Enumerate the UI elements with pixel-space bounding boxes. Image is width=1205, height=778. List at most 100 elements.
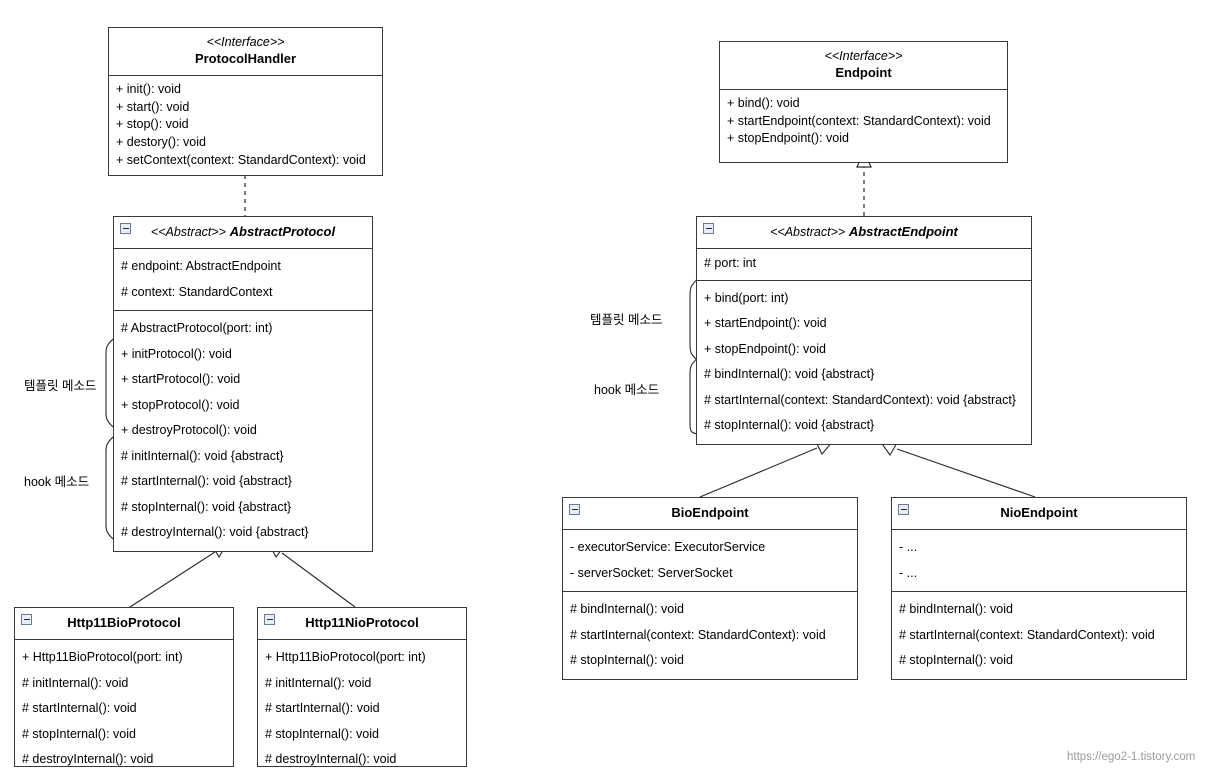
class-box-bioendpoint[interactable]: BioEndpoint - executorService: ExecutorS… <box>562 497 858 680</box>
class-header-bioendpoint: BioEndpoint <box>563 498 857 530</box>
collapse-icon[interactable] <box>264 614 275 625</box>
stereotype-label: <<Abstract>> <box>150 225 226 239</box>
members-section-http11bioprotocol: + Http11BioProtocol(port: int) # initInt… <box>15 640 233 778</box>
class-box-http11nioprotocol[interactable]: Http11NioProtocol + Http11BioProtocol(po… <box>257 607 467 767</box>
class-box-http11bioprotocol[interactable]: Http11BioProtocol + Http11BioProtocol(po… <box>14 607 234 767</box>
class-name-label: Endpoint <box>835 64 892 80</box>
class-header-nioendpoint: NioEndpoint <box>892 498 1186 530</box>
operation-row: + startEndpoint(): void <box>704 316 827 331</box>
generalization-bioendpoint-abstractendpoint <box>699 440 835 498</box>
member-row: + destory(): void <box>116 135 206 150</box>
watermark-url: https://ego2-1.tistory.com <box>1067 751 1196 763</box>
class-title-inline: <<Abstract>> AbstractEndpoint <box>770 224 958 239</box>
members-section-http11nioprotocol: + Http11BioProtocol(port: int) # initInt… <box>258 640 466 778</box>
class-name-label: BioEndpoint <box>671 505 749 520</box>
class-name-label: NioEndpoint <box>1000 505 1078 520</box>
operations-section-abstractprotocol: # AbstractProtocol(port: int) + initProt… <box>114 310 372 551</box>
collapse-icon[interactable] <box>120 223 131 234</box>
stereotype-label: <<Interface>> <box>206 35 285 49</box>
member-row: # startInternal(): void <box>22 701 137 715</box>
operation-row: # stopInternal(): void <box>570 653 684 667</box>
class-name-label: Http11BioProtocol <box>67 615 181 630</box>
operation-row: # startInternal(context: StandardContext… <box>704 392 1016 407</box>
member-row: # stopInternal(): void <box>22 726 136 741</box>
class-box-protocolhandler[interactable]: <<Interface>> ProtocolHandler + init(): … <box>108 27 383 176</box>
member-row: + start(): void <box>116 99 190 114</box>
attributes-section-bioendpoint: - executorService: ExecutorService - ser… <box>563 530 857 591</box>
annotation-template-method-endpoint: 템플릿 메소드 <box>590 313 663 327</box>
member-row: # destroyInternal(): void <box>265 752 397 766</box>
collapse-icon[interactable] <box>569 504 580 515</box>
class-name-label: Http11NioProtocol <box>305 615 419 630</box>
attribute-row: # endpoint: AbstractEndpoint <box>121 259 281 273</box>
member-row: # initInternal(): void <box>265 675 372 690</box>
class-header-protocolhandler: <<Interface>> ProtocolHandler <box>109 28 382 76</box>
operation-row: # stopInternal(): void {abstract} <box>121 499 292 514</box>
member-row: # destroyInternal(): void <box>22 752 154 766</box>
member-row: + stop(): void <box>116 117 189 132</box>
operation-row: + initProtocol(): void <box>121 346 232 361</box>
class-header-endpoint: <<Interface>> Endpoint <box>720 42 1007 90</box>
member-row: + startEndpoint(context: StandardContext… <box>727 113 991 128</box>
operations-section-bioendpoint: # bindInternal(): void # startInternal(c… <box>563 591 857 679</box>
class-box-nioendpoint[interactable]: NioEndpoint - ... - ... # bindInternal()… <box>891 497 1187 680</box>
class-box-abstractprotocol[interactable]: <<Abstract>> AbstractProtocol # endpoint… <box>113 216 373 552</box>
collapse-icon[interactable] <box>898 504 909 515</box>
operation-row: # startInternal(context: StandardContext… <box>570 627 826 642</box>
member-row: # startInternal(): void <box>265 701 380 715</box>
attribute-row: - serverSocket: ServerSocket <box>570 565 733 580</box>
class-name-label: ProtocolHandler <box>194 50 297 66</box>
generalization-http11bioprotocol-abstractprotocol <box>129 541 230 608</box>
member-row: + Http11BioProtocol(port: int) <box>22 650 183 664</box>
generalization-http11nioprotocol-abstractprotocol <box>266 541 356 608</box>
class-title-inline: <<Abstract>> AbstractProtocol <box>151 224 335 239</box>
operations-section-abstractendpoint: + bind(port: int) + startEndpoint(): voi… <box>697 279 1031 444</box>
operation-row: # AbstractProtocol(port: int) <box>121 321 273 335</box>
collapse-icon[interactable] <box>703 223 714 234</box>
member-row: # stopInternal(): void <box>265 726 379 741</box>
attribute-row: # port: int <box>704 256 757 270</box>
operation-row: # startInternal(): void {abstract} <box>121 474 292 488</box>
member-row: # initInternal(): void <box>22 675 129 690</box>
operation-row: # initInternal(): void {abstract} <box>121 448 284 463</box>
annotation-hook-method-protocol: hook 메소드 <box>24 475 90 489</box>
member-row: + bind(): void <box>727 95 800 110</box>
class-box-abstractendpoint[interactable]: <<Abstract>> AbstractEndpoint # port: in… <box>696 216 1032 445</box>
attributes-section-abstractendpoint: # port: int <box>697 249 1031 280</box>
operation-row: # startInternal(context: StandardContext… <box>899 627 1155 642</box>
stereotype-label: <<Abstract>> <box>770 225 846 239</box>
operation-row: # bindInternal(): void <box>899 602 1013 616</box>
attribute-row: # context: StandardContext <box>121 284 273 299</box>
operation-row: + destroyProtocol(): void <box>121 423 257 437</box>
annotation-hook-method-endpoint: hook 메소드 <box>594 383 660 397</box>
attribute-row: - ... <box>899 565 918 580</box>
operation-row: + startProtocol(): void <box>121 372 241 386</box>
class-name-label: AbstractEndpoint <box>848 224 958 239</box>
operation-row: # stopInternal(): void {abstract} <box>704 418 875 433</box>
class-header-abstractprotocol: <<Abstract>> AbstractProtocol <box>114 217 372 249</box>
stereotype-label: <<Interface>> <box>824 49 903 63</box>
class-box-endpoint[interactable]: <<Interface>> Endpoint + bind(): void + … <box>719 41 1008 164</box>
generalization-nioendpoint-abstractendpoint <box>878 440 1036 498</box>
members-section-protocolhandler: + init(): void + start(): void + stop():… <box>109 76 382 175</box>
member-row: + init(): void <box>116 81 181 96</box>
operation-row: # bindInternal(): void {abstract} <box>704 367 875 382</box>
members-section-endpoint: + bind(): void + startEndpoint(context: … <box>720 90 1007 162</box>
class-name-label: AbstractProtocol <box>229 224 336 239</box>
attributes-section-abstractprotocol: # endpoint: AbstractEndpoint # context: … <box>114 249 372 310</box>
member-row: + stopEndpoint(): void <box>727 131 849 146</box>
annotation-template-method-protocol: 템플릿 메소드 <box>24 379 97 393</box>
attribute-row: - executorService: ExecutorService <box>570 540 766 554</box>
class-header-abstractendpoint: <<Abstract>> AbstractEndpoint <box>697 217 1031 249</box>
class-header-http11nioprotocol: Http11NioProtocol <box>258 608 466 640</box>
operations-section-nioendpoint: # bindInternal(): void # startInternal(c… <box>892 591 1186 679</box>
operation-row: # bindInternal(): void <box>570 602 684 616</box>
collapse-icon[interactable] <box>21 614 32 625</box>
operation-row: # stopInternal(): void <box>899 653 1013 667</box>
class-header-http11bioprotocol: Http11BioProtocol <box>15 608 233 640</box>
attributes-section-nioendpoint: - ... - ... <box>892 530 1186 591</box>
operation-row: + stopEndpoint(): void <box>704 341 826 356</box>
operation-row: # destroyInternal(): void {abstract} <box>121 525 309 539</box>
member-row: + setContext(context: StandardContext): … <box>116 152 366 167</box>
